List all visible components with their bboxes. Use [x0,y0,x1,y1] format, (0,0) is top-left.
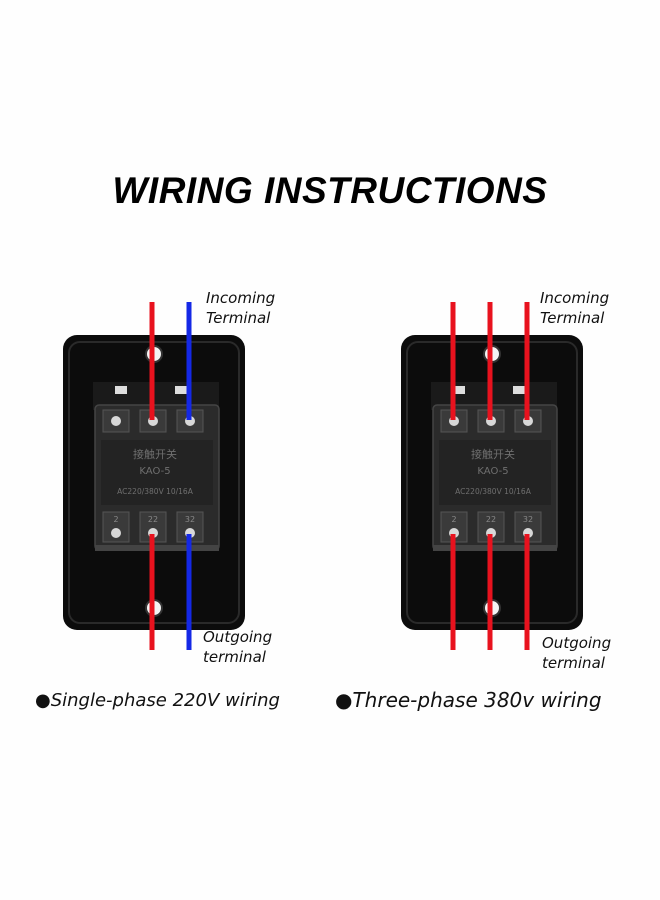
three-phase-switch-illustration: 接触开关 KAO-5 AC220/380V 10/16A 2 22 32 [401,302,583,650]
page-title: WIRING INSTRUCTIONS [112,170,548,211]
switch-model: KAO-5 [477,466,508,477]
bullet: ● [335,688,353,712]
single-phase-caption: ●Single-phase 220V wiring [35,690,280,711]
switch-rating: AC220/380V 10/16A [455,487,532,496]
switch-brand: 接触开关 [133,447,177,461]
top-terminals [102,409,204,433]
single-phase-diagram: 接触开关 KAO-5 AC220/380V 10/16A 2 22 32 Inc… [55,289,315,666]
three-phase-diagram: 接触开关 KAO-5 AC220/380V 10/16A 2 22 32 Inc… [393,289,653,672]
outgoing-terminal-label: Outgoing terminal [203,628,273,666]
svg-text:2: 2 [113,515,118,524]
bottom-terminals: 2 22 32 [440,511,542,543]
svg-text:32: 32 [185,515,195,524]
svg-text:22: 22 [486,515,496,524]
three-phase-caption: ●Three-phase 380v wiring [335,688,602,712]
switch-brand: 接触开关 [471,447,515,461]
outgoing-terminal-label: Outgoing terminal [542,634,612,672]
incoming-terminal-label: Incoming Terminal [206,289,276,327]
svg-text:32: 32 [523,515,533,524]
switch-model: KAO-5 [139,466,170,477]
switch-rating: AC220/380V 10/16A [117,487,194,496]
incoming-terminal-label: Incoming Terminal [540,289,610,327]
svg-text:2: 2 [451,515,456,524]
bullet: ● [35,690,51,711]
svg-text:22: 22 [148,515,158,524]
single-phase-switch-illustration: 接触开关 KAO-5 AC220/380V 10/16A 2 22 32 [63,302,245,650]
